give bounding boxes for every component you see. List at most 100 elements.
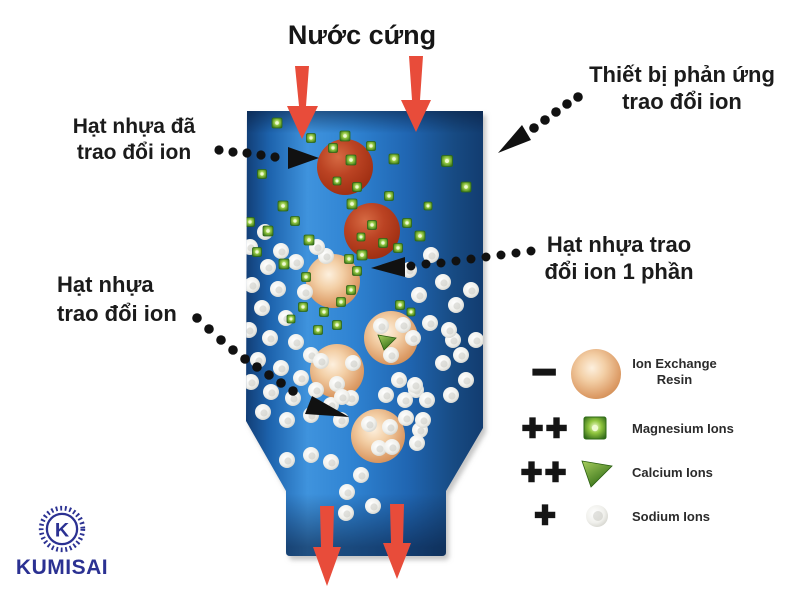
- sodium-ion-speckle: [370, 503, 378, 511]
- sodium-ion-icon: [405, 330, 421, 346]
- sodium-ion-speckle: [260, 409, 268, 417]
- sodium-ion-icon: [373, 318, 389, 334]
- sodium-ion-icon: [419, 392, 435, 408]
- magnesium-ion-highlight: [347, 257, 351, 261]
- sodium-ion-icon: [409, 435, 425, 451]
- sodium-ion-icon: [270, 281, 286, 297]
- callout-resin-line1: Hạt nhựa: [57, 272, 154, 297]
- magnesium-ion-highlight: [266, 229, 270, 233]
- magnesium-ion-highlight: [405, 221, 409, 225]
- magnesium-ion-highlight: [343, 134, 347, 138]
- magnesium-ion-highlight: [409, 310, 413, 314]
- kumisai-monogram: K: [55, 519, 70, 541]
- exchanged-resin-sphere-1: [317, 139, 373, 195]
- sodium-ion-speckle: [358, 472, 366, 480]
- sodium-ion-icon: [260, 259, 276, 275]
- sodium-ion-icon: [383, 347, 399, 363]
- sodium-ion-speckle: [440, 279, 448, 287]
- exchanged-resin-sphere-2: [344, 203, 400, 259]
- sodium-ion-speckle: [416, 292, 424, 300]
- sodium-ion-icon: [384, 439, 400, 455]
- sodium-ion-icon: [391, 372, 407, 388]
- magnesium-ion-highlight: [331, 146, 335, 150]
- dotted-arrow-reactor: [498, 92, 583, 153]
- magnesium-ion-highlight: [255, 250, 259, 254]
- legend-label-resin-line2: Resin: [656, 372, 693, 387]
- sodium-ion-speckle: [376, 445, 384, 453]
- minus-icon: −: [532, 348, 557, 395]
- magnesium-ion-highlight: [426, 204, 430, 208]
- sodium-ion-speckle: [468, 287, 476, 295]
- outlet-arrow-right-icon: [383, 504, 411, 579]
- sodium-ion-icon: [422, 315, 438, 331]
- sodium-ion-speckle: [344, 489, 352, 497]
- sodium-ion-icon: [279, 412, 295, 428]
- magnesium-ion-highlight: [370, 223, 374, 227]
- sodium-ion-speckle: [424, 397, 432, 405]
- sodium-ion-icon: [308, 382, 324, 398]
- magnesium-ion-highlight: [335, 323, 339, 327]
- sodium-ion-speckle: [378, 323, 386, 331]
- sodium-ion-icon: [415, 412, 431, 428]
- sodium-ion-speckle: [308, 452, 316, 460]
- sodium-ion-speckle: [348, 395, 356, 403]
- dotted-arrow-resin: [192, 313, 349, 417]
- sodium-ion-speckle: [313, 387, 321, 395]
- sodium-ion-speckle: [440, 360, 448, 368]
- magnesium-ion-highlight: [464, 185, 468, 189]
- sodium-ion-speckle: [473, 337, 481, 345]
- sodium-ion-speckle: [396, 377, 404, 385]
- magnesium-ion-highlight: [349, 158, 353, 162]
- kumisai-logo-name: KUMISAI: [15, 556, 109, 579]
- sodium-ion-speckle: [414, 440, 422, 448]
- sodium-ion-icon: [398, 410, 414, 426]
- sodium-ion-speckle: [343, 510, 351, 518]
- sodium-ion-icon: [365, 498, 381, 514]
- sodium-ion-icon: [334, 389, 350, 405]
- sodium-ion-icon: [411, 287, 427, 303]
- sodium-ion-speckle: [293, 259, 301, 267]
- legend-calcium-icon: [581, 460, 613, 488]
- sodium-ion-speckle: [446, 327, 454, 335]
- magnesium-ion-highlight: [387, 194, 391, 198]
- sodium-ion-speckle: [275, 286, 283, 294]
- sodium-ion-speckle: [458, 352, 466, 360]
- sodium-ion-speckle: [323, 253, 331, 261]
- sodium-ion-icon: [463, 282, 479, 298]
- sodium-ion-icon: [313, 353, 329, 369]
- sodium-ion-speckle: [400, 322, 408, 330]
- sodium-ion-speckle: [265, 264, 273, 272]
- magnesium-ion-highlight: [304, 275, 308, 279]
- callout-partial-resin-line2: đổi ion 1 phần: [544, 259, 694, 284]
- sodium-ion-icon: [453, 347, 469, 363]
- magnesium-ion-highlight: [248, 220, 252, 224]
- sodium-ion-icon: [371, 440, 387, 456]
- sodium-ion-speckle: [338, 417, 346, 425]
- magnesium-ion-highlight: [398, 303, 402, 307]
- sodium-ion-icon: [468, 332, 483, 348]
- sodium-ion-speckle: [248, 379, 256, 387]
- inlet-arrows: [287, 56, 431, 139]
- sodium-ion-icon: [329, 376, 345, 392]
- sodium-ion-icon: [246, 277, 260, 293]
- outlet-arrow-left-icon: [313, 506, 341, 586]
- magnesium-ion-highlight: [359, 235, 363, 239]
- callout-reactor: Thiết bị phản ứng trao đổi ion: [572, 61, 792, 115]
- sodium-ion-icon: [262, 330, 278, 346]
- sodium-ion-speckle: [298, 375, 306, 383]
- magnesium-ion-highlight: [316, 328, 320, 332]
- sodium-ion-speckle: [249, 282, 257, 290]
- magnesium-ion-highlight: [335, 179, 339, 183]
- sodium-ion-speckle: [387, 424, 395, 432]
- sodium-ion-icon: [323, 454, 339, 470]
- magnesium-ion-highlight: [355, 185, 359, 189]
- sodium-ion-icon: [339, 484, 355, 500]
- callout-reactor-line2: trao đổi ion: [622, 89, 742, 114]
- sodium-ion-speckle: [290, 395, 298, 403]
- sodium-ion-icon: [441, 322, 457, 338]
- sodium-ion-speckle: [417, 427, 425, 435]
- legend-sodium-icon-speckle: [593, 511, 603, 521]
- magnesium-ion-highlight: [307, 238, 311, 242]
